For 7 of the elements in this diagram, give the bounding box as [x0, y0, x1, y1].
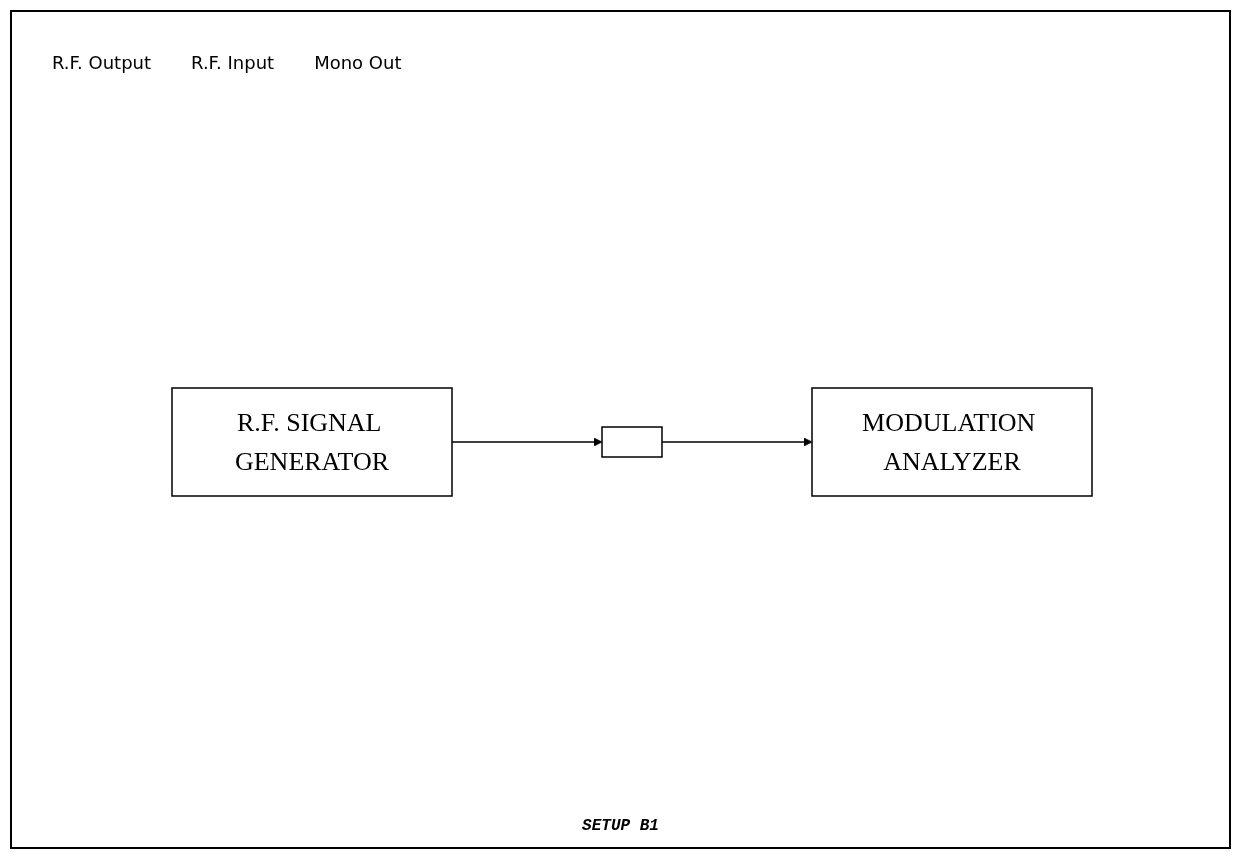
node-box: MODULATION ANALYZER [811, 387, 1093, 497]
node-box: R.F. SIGNAL GENERATOR [171, 387, 453, 497]
port-label: R.F. Input [191, 52, 275, 73]
node-box [601, 426, 663, 458]
port-label: Mono Out [314, 52, 402, 73]
port-label: R.F. Output [52, 52, 152, 73]
caption: SETUP B1 [582, 817, 659, 835]
